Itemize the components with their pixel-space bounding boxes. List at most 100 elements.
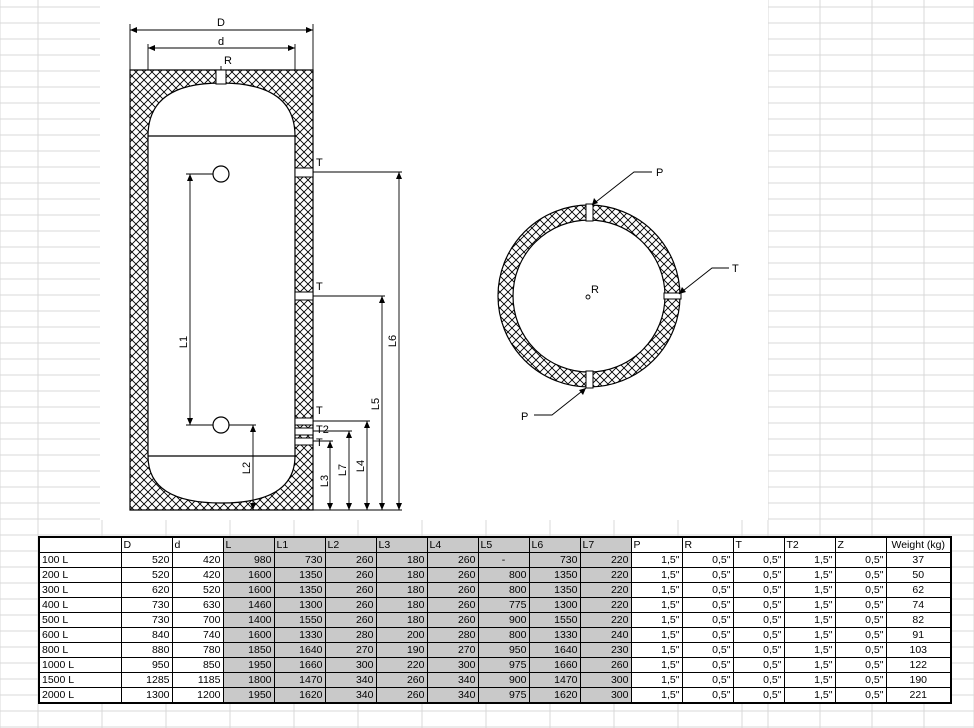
table-cell: 0,5" xyxy=(732,627,785,643)
table-cell: 620 xyxy=(120,582,173,598)
table-cell: 300 xyxy=(579,687,632,704)
column-header: L7 xyxy=(579,536,632,553)
table-cell: 200 xyxy=(375,627,428,643)
table-cell: 0,5" xyxy=(732,567,785,583)
table-cell: 1330 xyxy=(273,627,326,643)
table-cell: 260 xyxy=(426,582,479,598)
table-cell: 340 xyxy=(324,672,377,688)
table-cell: 260 xyxy=(426,552,479,568)
table-cell: 1620 xyxy=(528,687,581,704)
table-cell: 340 xyxy=(324,687,377,704)
row-label-cell: 800 L xyxy=(38,642,122,658)
table-cell: 950 xyxy=(120,657,173,673)
plan-p-top-label: P xyxy=(656,167,663,179)
table-cell: 800 xyxy=(477,567,530,583)
table-cell: 1,5" xyxy=(630,687,683,704)
table-cell: 103 xyxy=(885,642,952,658)
table-cell: 1350 xyxy=(528,567,581,583)
table-cell: 74 xyxy=(885,597,952,613)
table-cell: 1300 xyxy=(120,687,173,704)
table-cell: 775 xyxy=(477,597,530,613)
table-cell: 240 xyxy=(579,627,632,643)
column-header: L5 xyxy=(477,536,530,553)
table-cell: 220 xyxy=(579,567,632,583)
table-cell: 1640 xyxy=(273,642,326,658)
table-cell: 1850 xyxy=(222,642,275,658)
row-label-cell: 500 L xyxy=(38,612,122,628)
dim-L5-label: L5 xyxy=(370,398,382,410)
plan-p-bottom-label: P xyxy=(521,411,528,423)
plan-p-bottom-leader xyxy=(534,387,587,416)
table-cell: 1600 xyxy=(222,567,275,583)
table-cell: 1460 xyxy=(222,597,275,613)
t-middle-label: T xyxy=(316,281,323,293)
table-cell: 270 xyxy=(426,642,479,658)
plan-t-label: T xyxy=(732,263,739,275)
table-cell: 260 xyxy=(324,567,377,583)
table-cell: 1350 xyxy=(273,582,326,598)
table-cell: 340 xyxy=(426,672,479,688)
row-label-cell: 300 L xyxy=(38,582,122,598)
table-cell: 1,5" xyxy=(630,612,683,628)
plan-p-top-leader xyxy=(591,171,652,206)
table-cell: 840 xyxy=(120,627,173,643)
table-cell: 520 xyxy=(120,552,173,568)
table-cell: 1550 xyxy=(273,612,326,628)
table-cell: 420 xyxy=(171,552,224,568)
table-cell: 880 xyxy=(120,642,173,658)
table-cell: 1,5" xyxy=(630,582,683,598)
table-cell: 1350 xyxy=(528,582,581,598)
table-cell: 520 xyxy=(171,582,224,598)
plan-r-label: R xyxy=(591,284,599,296)
table-cell: 220 xyxy=(579,552,632,568)
table-cell: 230 xyxy=(579,642,632,658)
table-cell: 1620 xyxy=(273,687,326,704)
row-label-cell: 200 L xyxy=(38,567,122,583)
table-cell: 1,5" xyxy=(630,627,683,643)
table-cell: 0,5" xyxy=(681,672,734,688)
table-cell: 180 xyxy=(375,567,428,583)
table-cell: 1,5" xyxy=(630,597,683,613)
table-cell: 730 xyxy=(273,552,326,568)
column-header: D xyxy=(120,536,173,553)
t-bottom-label: T xyxy=(316,437,323,449)
table-cell: 730 xyxy=(120,612,173,628)
table-cell: 1,5" xyxy=(783,627,836,643)
dim-L7-label: L7 xyxy=(337,464,349,476)
table-cell: 0,5" xyxy=(681,657,734,673)
plan-center-mark xyxy=(585,294,591,300)
table-cell: 1660 xyxy=(528,657,581,673)
table-cell: 1,5" xyxy=(783,552,836,568)
table-cell: 122 xyxy=(885,657,952,673)
table-cell: 0,5" xyxy=(834,627,887,643)
column-header: Weight (kg) xyxy=(885,536,952,553)
table-cell: 82 xyxy=(885,612,952,628)
plan-p-bottom-nozzle xyxy=(585,370,594,389)
table-cell: 800 xyxy=(477,627,530,643)
t-bottom-nozzle xyxy=(294,437,314,446)
row-label-cell: 1500 L xyxy=(38,672,122,688)
table-cell: 730 xyxy=(120,597,173,613)
table-cell: 220 xyxy=(579,597,632,613)
table-cell: 260 xyxy=(324,552,377,568)
table-cell: - xyxy=(477,552,530,568)
table-cell: 900 xyxy=(477,612,530,628)
table-cell: 1600 xyxy=(222,582,275,598)
table-cell: 1470 xyxy=(273,672,326,688)
table-cell: 1,5" xyxy=(630,552,683,568)
t-upper-nozzle xyxy=(294,167,314,178)
table-cell: 0,5" xyxy=(834,552,887,568)
table-cell: 0,5" xyxy=(681,642,734,658)
top-dimensions xyxy=(129,24,314,70)
side-elevation-view: D d R L1 L2 T T T T2 T xyxy=(129,17,402,511)
table-cell: 1800 xyxy=(222,672,275,688)
table-cell: 0,5" xyxy=(732,642,785,658)
coil-bottom-connection xyxy=(212,416,230,434)
table-cell: 50 xyxy=(885,567,952,583)
table-cell: 1,5" xyxy=(783,642,836,658)
column-header: d xyxy=(171,536,224,553)
table-cell: 850 xyxy=(171,657,224,673)
table-cell: 280 xyxy=(324,627,377,643)
